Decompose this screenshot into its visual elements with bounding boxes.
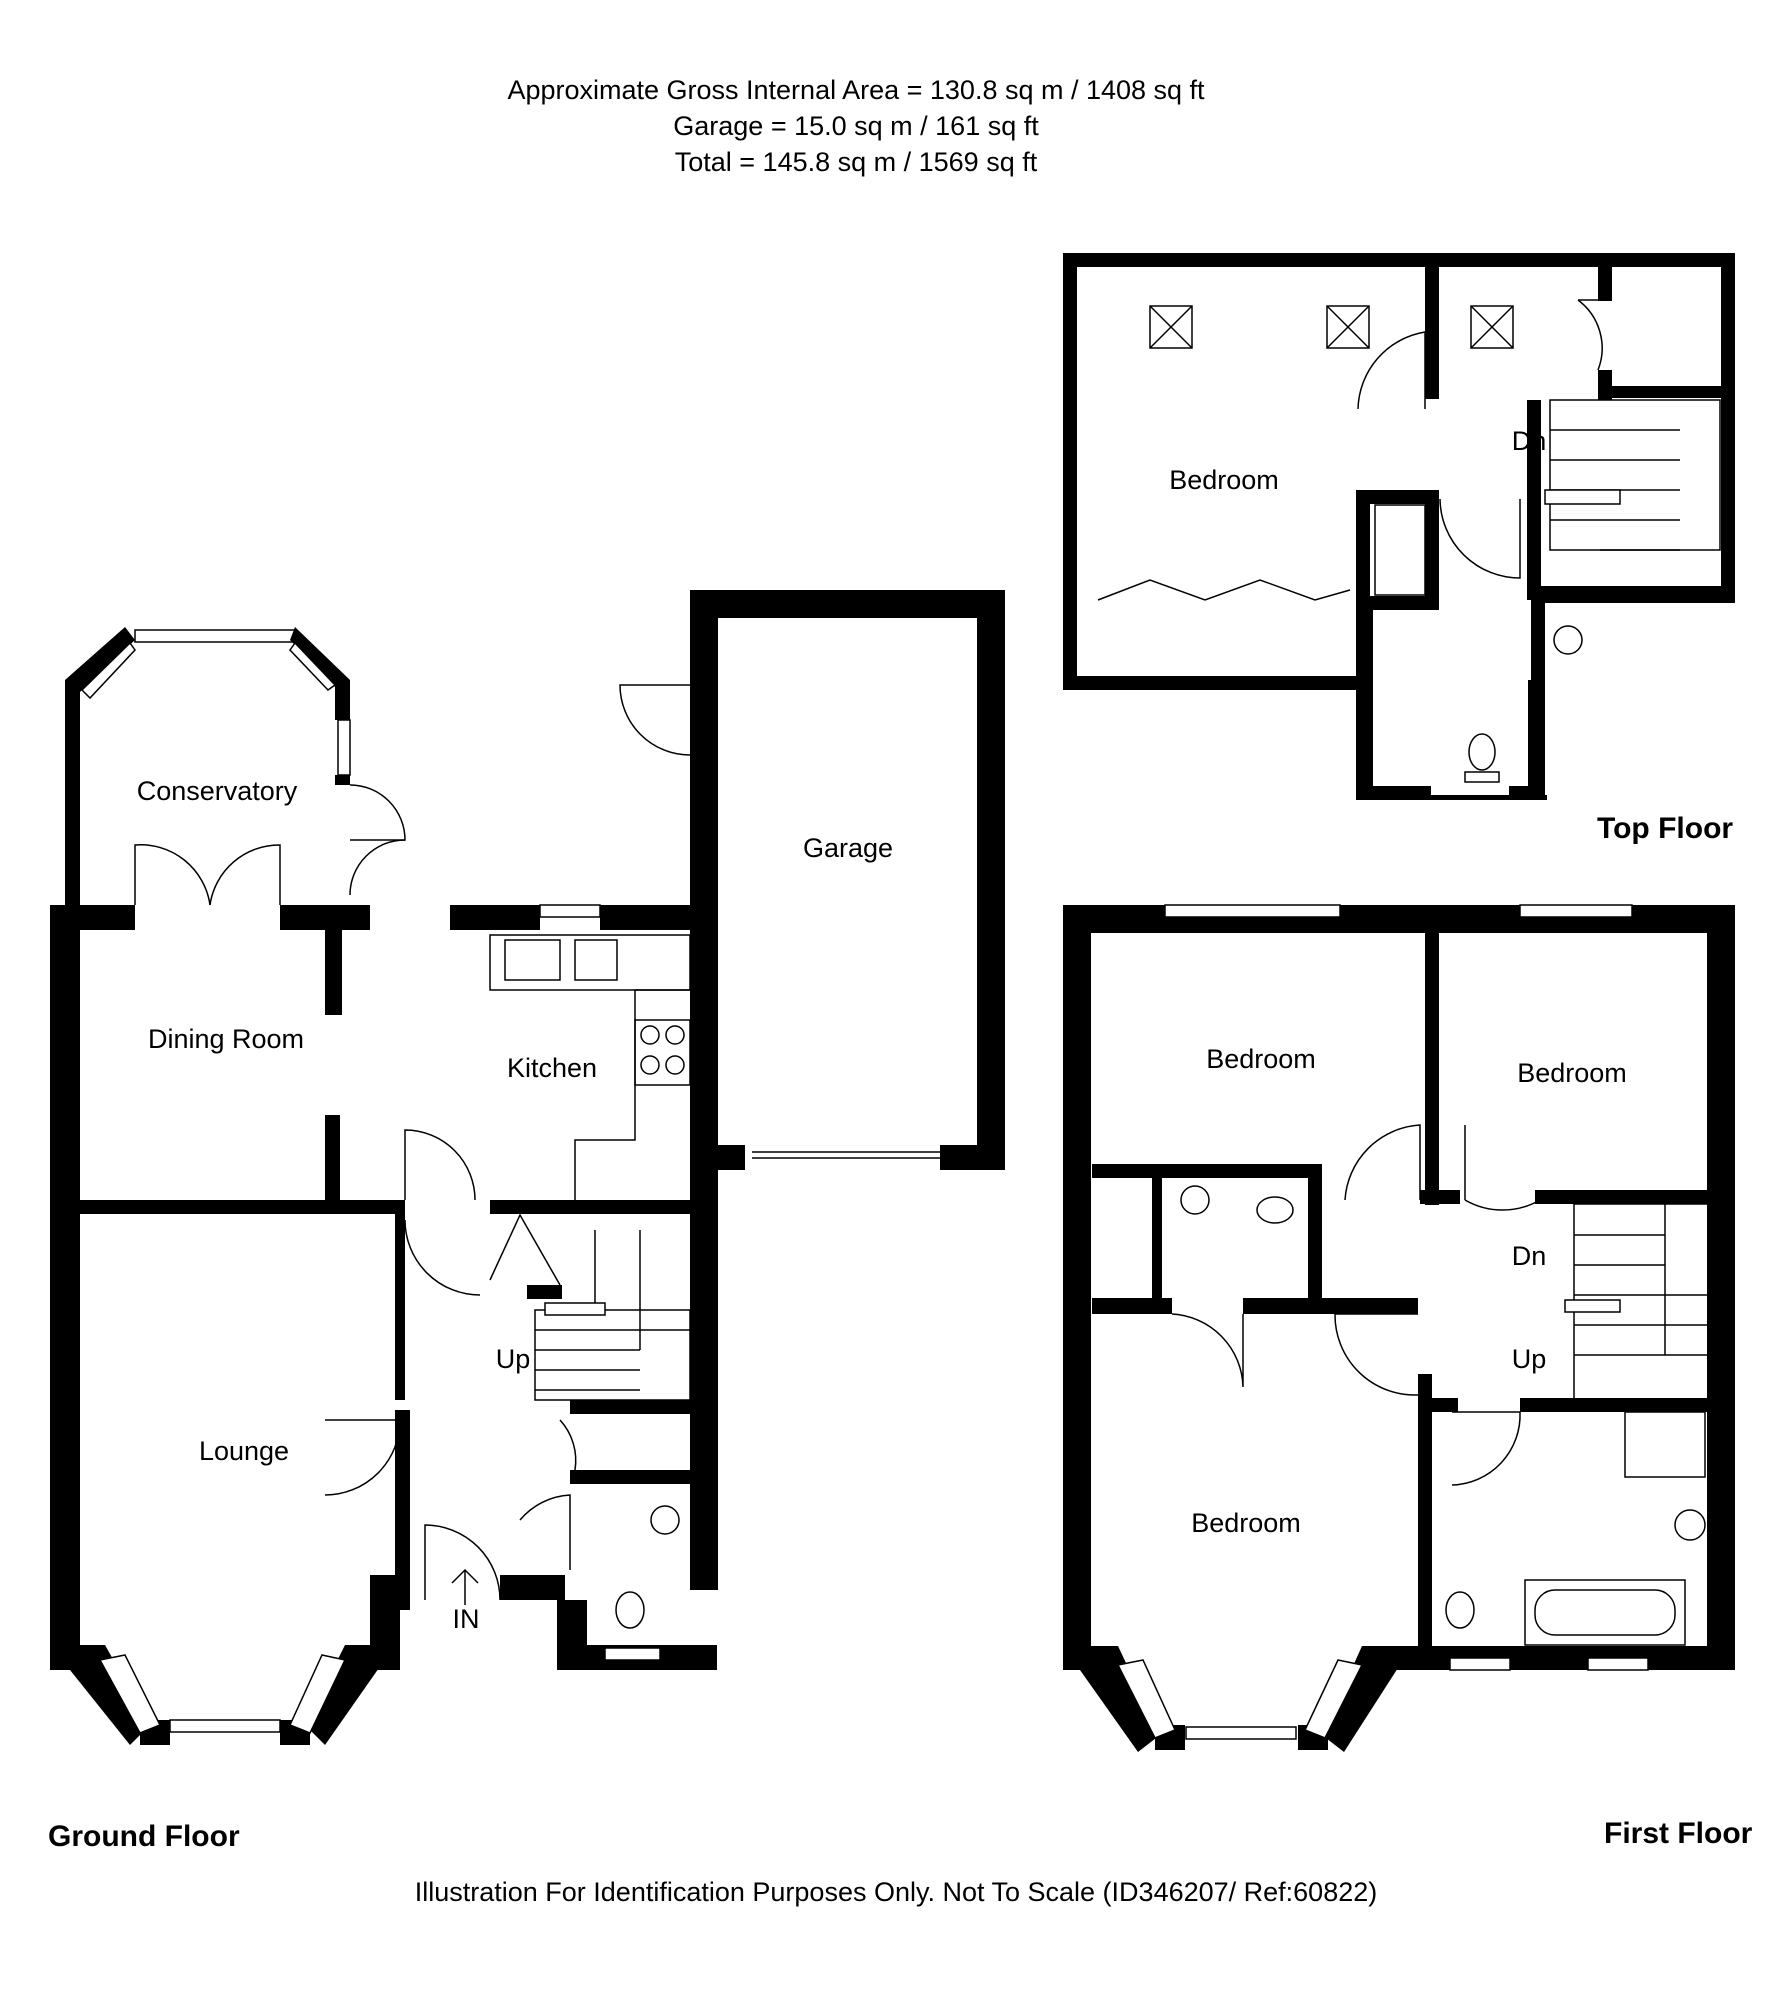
gross-internal-area: Approximate Gross Internal Area = 130.8 …: [507, 75, 1205, 105]
kitchen-label: Kitchen: [507, 1053, 597, 1083]
lounge-label: Lounge: [199, 1436, 289, 1466]
ground-floor-title: Ground Floor: [48, 1820, 240, 1853]
top-floor-plan: [1063, 253, 1735, 800]
garage-label: Garage: [803, 833, 893, 863]
area-summary: Approximate Gross Internal Area = 130.8 …: [0, 72, 1712, 180]
top-floor-title: Top Floor: [1597, 812, 1733, 845]
first-bedroom-main-label: Bedroom: [1191, 1508, 1301, 1538]
total-area: Total = 145.8 sq m / 1569 sq ft: [674, 147, 1038, 177]
first-bedroom-side-label: Bedroom: [1517, 1058, 1627, 1088]
top-bedroom-label: Bedroom: [1169, 465, 1279, 495]
ground-stairs-up-label: Up: [496, 1344, 531, 1374]
first-floor-title: First Floor: [1604, 1817, 1753, 1850]
first-floor-plan: [1063, 904, 1735, 1752]
first-bedroom-front-label: Bedroom: [1206, 1044, 1316, 1074]
first-stairs-up-label: Up: [1512, 1344, 1547, 1374]
ground-floor-plan: [50, 590, 1005, 1745]
top-stairs-down-label: Dn: [1512, 426, 1547, 456]
dining-room-label: Dining Room: [148, 1024, 304, 1054]
garage-area: Garage = 15.0 sq m / 161 sq ft: [673, 111, 1039, 141]
conservatory-label: Conservatory: [137, 776, 298, 806]
disclaimer: Illustration For Identification Purposes…: [414, 1877, 1378, 1907]
first-stairs-down-label: Dn: [1512, 1241, 1547, 1271]
entrance-label: IN: [453, 1604, 480, 1634]
